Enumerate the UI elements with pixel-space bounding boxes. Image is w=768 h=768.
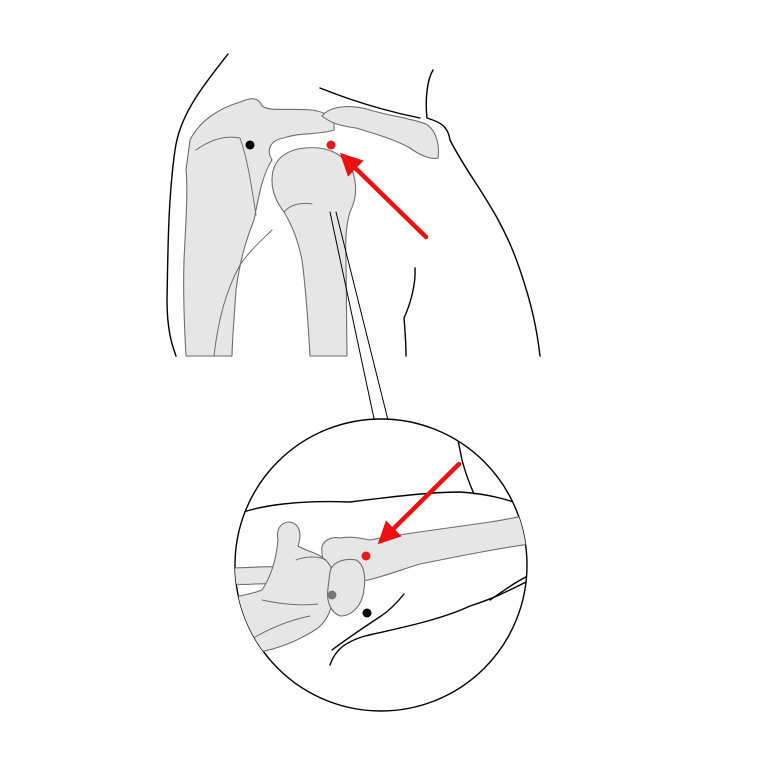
scapula-bone bbox=[183, 98, 335, 357]
humerus-neck-line bbox=[283, 202, 313, 213]
detail-body-contour-bottom bbox=[329, 579, 527, 666]
scapula-inner-line bbox=[213, 229, 273, 357]
detail-red-dot-marker bbox=[361, 551, 371, 561]
detail-scapula-bone bbox=[235, 521, 334, 654]
zoom-leader-line-left bbox=[329, 211, 377, 429]
clavicle-bone bbox=[321, 106, 440, 159]
detail-glenoid-bone bbox=[326, 558, 366, 617]
zoom-leader-line-right bbox=[335, 211, 391, 429]
detail-black-dot-marker bbox=[362, 608, 372, 618]
scapula-spine-line bbox=[195, 136, 257, 216]
black-dot-marker bbox=[245, 140, 255, 150]
humerus-bone bbox=[271, 147, 357, 357]
magnified-detail-view bbox=[234, 418, 528, 712]
red-dot-marker bbox=[326, 140, 336, 150]
main-shoulder-view bbox=[166, 53, 541, 429]
detail-body-contour-top bbox=[235, 491, 527, 516]
red-pointer-arrow bbox=[339, 152, 429, 240]
detail-gray-dot-marker bbox=[327, 590, 337, 600]
detail-red-pointer-arrow bbox=[377, 461, 462, 545]
